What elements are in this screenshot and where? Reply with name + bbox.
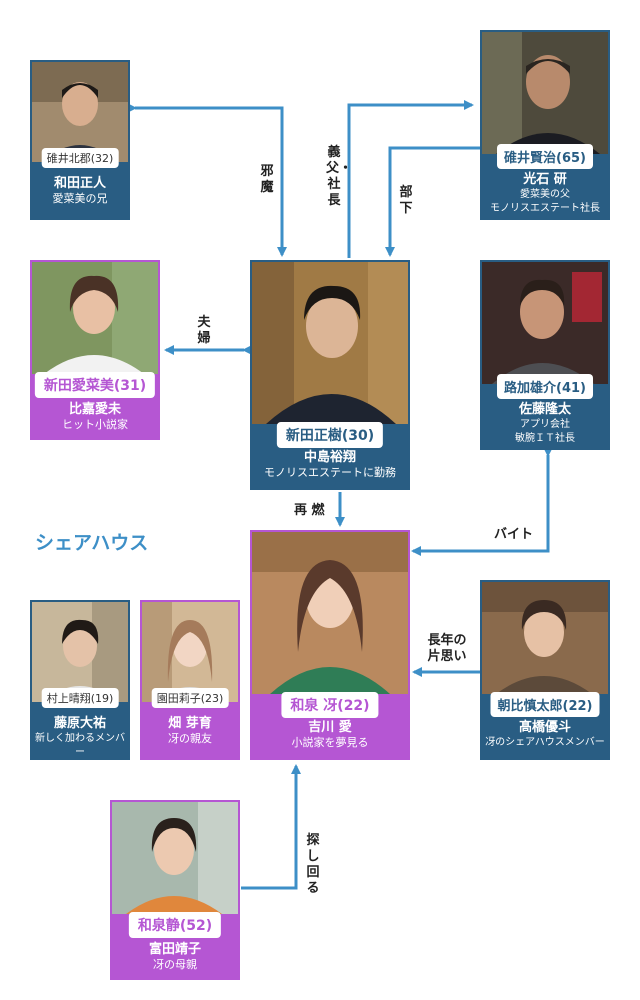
person-card-takahashi[interactable]: 朝比慎太郎(22) 髙橋優斗 冴のシェアハウスメンバー (480, 580, 610, 760)
person-card-nakajima[interactable]: 新田正樹(30) 中島裕翔 モノリスエステートに勤務 (250, 260, 410, 490)
description: アプリ会社 (520, 419, 570, 430)
role-name: 和泉 冴(22) (281, 692, 379, 718)
label-sainen: 再 燃 (294, 503, 325, 518)
description: 冴のシェアハウスメンバー (485, 737, 605, 748)
actor-name: 比嘉愛未 (68, 402, 121, 417)
role-name: 路加雄介(41) (497, 374, 593, 399)
actor-name: 藤原大祐 (53, 716, 106, 731)
role-name: 新田正樹(30) (276, 422, 384, 448)
portrait-image (32, 62, 128, 162)
person-card-wada[interactable]: 碓井北郡(32) 和田正人 愛菜美の兄 (30, 60, 130, 220)
role-name: 碓井北郡(32) (41, 148, 119, 168)
label-baito: バイト (494, 527, 534, 542)
label-sagashi: 探し回る (306, 833, 320, 896)
portrait-image (32, 262, 158, 374)
description: モノリスエステート社長 (490, 203, 600, 214)
role-name: 碓井賢治(65) (497, 144, 593, 169)
portrait-image (112, 802, 238, 914)
description: ヒット小説家 (62, 418, 128, 431)
portrait-image (32, 602, 128, 702)
actor-name: 吉川 愛 (308, 720, 352, 735)
person-card-mitsuishi[interactable]: 碓井賢治(65) 光石 研 愛菜美の父 モノリスエステート社長 (480, 30, 610, 220)
person-card-fujiwara[interactable]: 村上晴翔(19) 藤原大祐 新しく加わるメンバー (30, 600, 130, 760)
line-buka (385, 146, 480, 257)
person-card-hiraka[interactable]: 新田愛菜美(31) 比嘉愛未 ヒット小説家 (30, 260, 160, 440)
description: 小説家を夢見る (291, 736, 369, 749)
role-name: 朝比慎太郎(22) (490, 692, 600, 717)
line-jama (127, 103, 287, 257)
person-card-hata[interactable]: 園田莉子(23) 畑 芽育 冴の親友 (140, 600, 240, 760)
label-jama: 邪魔 (260, 164, 274, 195)
actor-name: 佐藤隆太 (518, 402, 571, 417)
line-sagashi (241, 764, 301, 890)
portrait-image (482, 582, 608, 694)
description: モノリスエステートに勤務 (264, 466, 396, 479)
description: 冴の母親 (153, 958, 197, 971)
role-name: 和泉静(52) (128, 912, 222, 938)
portrait-image (482, 262, 608, 384)
actor-name: 畑 芽育 (168, 716, 212, 731)
portrait-image (142, 602, 238, 702)
actor-name: 光石 研 (523, 172, 567, 187)
line-baito (411, 447, 553, 556)
actor-name: 中島裕翔 (303, 450, 356, 465)
actor-name: 和田正人 (53, 176, 106, 191)
label-gifu: 義父・社長 (326, 145, 353, 208)
label-buka: 部下 (399, 185, 413, 216)
description: 愛菜美の父 (520, 189, 570, 200)
person-card-yoshikawa[interactable]: 和泉 冴(22) 吉川 愛 小説家を夢見る (250, 530, 410, 760)
label-fuufu: 夫婦 (197, 315, 211, 346)
person-card-sato[interactable]: 路加雄介(41) 佐藤隆太 アプリ会社 敏腕ＩＴ社長 (480, 260, 610, 450)
description: 新しく加わるメンバー (35, 733, 125, 758)
line-gifu (347, 100, 474, 258)
role-name: 新田愛菜美(31) (34, 372, 156, 398)
description: 冴の親友 (168, 732, 212, 745)
portrait-image (252, 262, 408, 424)
label-kataomoi: 長年の片思い (427, 633, 467, 664)
role-name: 村上晴翔(19) (41, 688, 119, 708)
description: 敏腕ＩＴ社長 (515, 433, 575, 444)
actor-name: 髙橋優斗 (518, 720, 571, 735)
person-card-tomita[interactable]: 和泉静(52) 富田靖子 冴の母親 (110, 800, 240, 980)
role-name: 園田莉子(23) (151, 688, 229, 708)
actor-name: 富田靖子 (148, 942, 201, 957)
description: 愛菜美の兄 (52, 192, 108, 205)
portrait-image (252, 532, 408, 694)
portrait-image (482, 32, 608, 154)
sharehouse-label: シェアハウス (35, 532, 149, 554)
